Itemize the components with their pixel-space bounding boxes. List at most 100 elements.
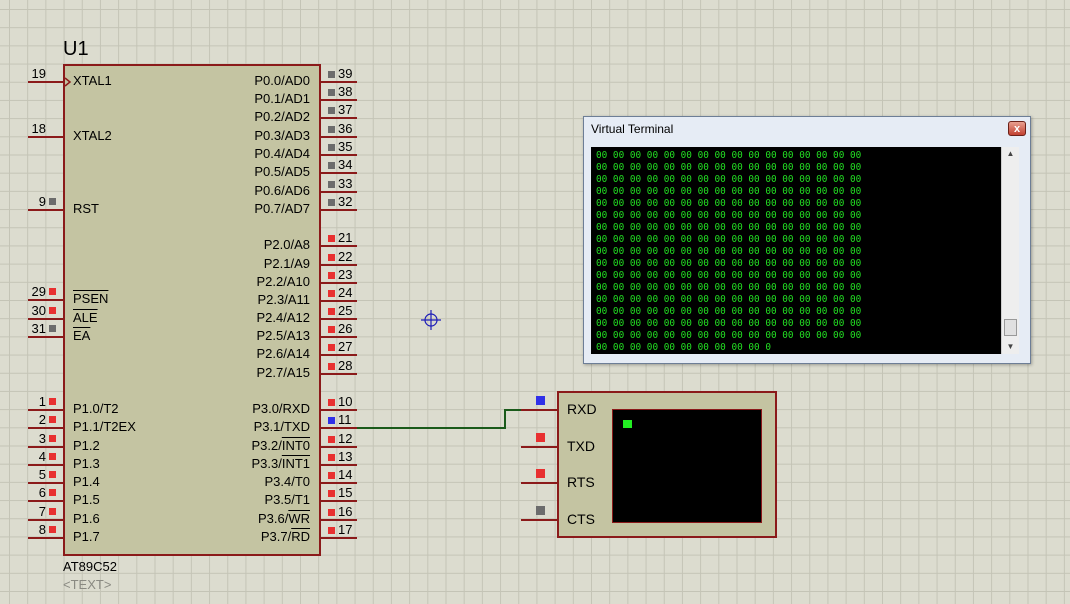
pin-wire-19[interactable] [28,81,64,83]
pin-label: ALE [73,310,98,325]
pin-wire-30[interactable] [28,318,64,320]
terminal-pin-indicator [536,433,545,442]
pin-number: 19 [31,66,46,81]
pin-label: P2.0/A8 [263,237,310,252]
pin-wire-11[interactable] [320,427,357,429]
pin-wire-6[interactable] [28,500,64,502]
terminal-output-screen[interactable]: 00 00 00 00 00 00 00 00 00 00 00 00 00 0… [591,147,1001,354]
pin-label: EA [73,328,91,343]
pin-wire-22[interactable] [320,264,357,266]
pin-wire-31[interactable] [28,336,64,338]
pin-wire-26[interactable] [320,336,357,338]
pin-label: RST [73,201,99,216]
pin-state-indicator [328,144,335,151]
pin-wire-25[interactable] [320,318,357,320]
close-button[interactable]: x [1008,121,1026,136]
pin-state-indicator [328,308,335,315]
pin-label: P0.0/AD0 [254,73,310,88]
pin-label: P1.6 [73,511,100,526]
pin-wire-24[interactable] [320,300,357,302]
pin-state-indicator [328,527,335,534]
pin-label: P1.5 [73,492,100,507]
pin-wire-29[interactable] [28,299,64,301]
pin-wire-36[interactable] [320,136,357,138]
terminal-pin-wire[interactable] [521,446,558,448]
pin-state-indicator [49,416,56,423]
pin-wire-12[interactable] [320,446,357,448]
pin-label: P3.5/T1 [264,492,310,507]
pin-state-indicator [328,490,335,497]
virtual-terminal-window[interactable]: Virtual Terminal x 00 00 00 00 00 00 00 … [583,116,1031,364]
pin-number: 12 [338,431,353,446]
pin-state-indicator [49,489,56,496]
scroll-up-icon[interactable]: ▲ [1006,149,1015,158]
pin-state-indicator [328,162,335,169]
pin-wire-15[interactable] [320,500,357,502]
pin-number: 6 [38,485,46,500]
pin-number: 39 [338,66,353,81]
pin-label: P2.5/A13 [256,328,311,343]
pin-wire-16[interactable] [320,519,357,521]
pin-wire-35[interactable] [320,154,357,156]
pin-number: 24 [338,285,353,300]
pin-wire-5[interactable] [28,482,64,484]
pin-wire-28[interactable] [320,373,357,375]
pin-state-indicator [49,471,56,478]
pin-wire-10[interactable] [320,409,357,411]
pin-label: P1.2 [73,438,100,453]
pin-state-indicator [328,417,335,424]
pin-wire-23[interactable] [320,282,357,284]
pin-state-indicator [49,526,56,533]
pin-wire-2[interactable] [28,427,64,429]
pin-wire-34[interactable] [320,172,357,174]
pin-label: P2.4/A12 [256,310,311,325]
pin-number: 38 [338,84,353,99]
terminal-pin-wire[interactable] [521,482,558,484]
pin-wire-37[interactable] [320,117,357,119]
pin-wire-27[interactable] [320,354,357,356]
pin-state-indicator [49,435,56,442]
pin-number: 7 [38,504,46,519]
pin-wire-32[interactable] [320,209,357,211]
pin-number: 30 [31,303,46,318]
virtual-terminal-title: Virtual Terminal [591,122,674,136]
pin-state-indicator [328,235,335,242]
pin-wire-39[interactable] [320,81,357,83]
pin-wire-4[interactable] [28,464,64,466]
txd-rxd-wire-path[interactable] [357,409,540,429]
pin-wire-13[interactable] [320,464,357,466]
pin-wire-17[interactable] [320,537,357,539]
chip-text-placeholder: <TEXT> [63,577,112,592]
pin-number: 34 [338,157,353,172]
pin-wire-38[interactable] [320,99,357,101]
pin-wire-14[interactable] [320,482,357,484]
terminal-pin-indicator [536,469,545,478]
pin-wire-1[interactable] [28,409,64,411]
scrollbar-thumb[interactable] [1004,319,1017,336]
pin-label: P0.2/AD2 [254,109,310,124]
pin-label: P3.0/RXD [252,401,310,416]
pin-number: 27 [338,339,353,354]
pin-state-indicator [328,326,335,333]
pin-label: P0.6/AD6 [254,183,310,198]
pin-wire-33[interactable] [320,191,357,193]
pin-label: P0.3/AD3 [254,128,310,143]
pin-wire-7[interactable] [28,519,64,521]
pin-wire-3[interactable] [28,446,64,448]
pin-wire-18[interactable] [28,136,64,138]
terminal-scrollbar[interactable]: ▲ ▼ [1001,147,1019,354]
terminal-pin-wire[interactable] [521,519,558,521]
pin-label: P3.1/TXD [253,419,310,434]
terminal-pin-indicator [536,396,545,405]
pin-wire-9[interactable] [28,209,64,211]
pin-state-indicator [328,254,335,261]
terminal-pin-wire[interactable] [521,409,558,411]
pin-state-indicator [328,509,335,516]
pin-number: 17 [338,522,353,537]
pin-label: P0.4/AD4 [254,146,310,161]
pin-wire-8[interactable] [28,537,64,539]
pin-label: P2.7/A15 [256,365,311,380]
at89c52-chip-body[interactable] [63,64,321,556]
pin-wire-21[interactable] [320,245,357,247]
scroll-down-icon[interactable]: ▼ [1006,342,1015,351]
